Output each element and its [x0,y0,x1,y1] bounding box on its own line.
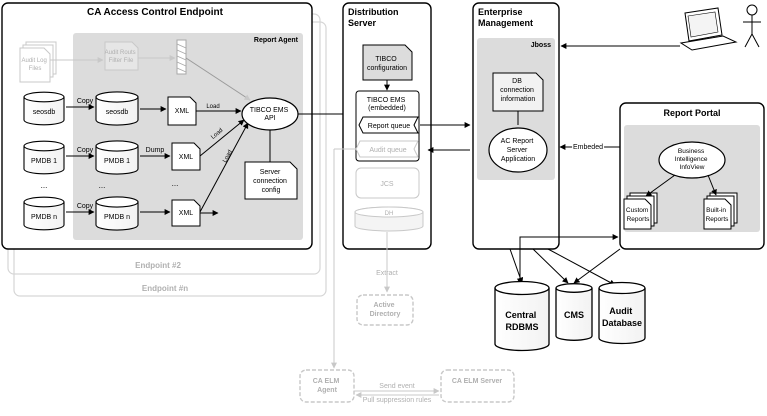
pmdb1-copy-db: PMDB 1 [95,140,139,175]
load-label-3: Load [222,149,234,164]
ca-elm-server-label: CA ELM Server [452,378,503,385]
pmdb1-source-db: PMDB 1 [23,140,65,175]
dh-label: DH [385,211,394,217]
report-queue-label: Report queue [368,123,411,130]
active-directory-label: Active Directory [370,302,401,318]
dump-label: Dump [146,147,165,154]
laptop-icon [679,7,738,51]
distribution-server-title: Distribution Server [348,7,401,28]
audit-log-files-label: Audit Log Files [21,58,48,72]
audit-queue-label: Audit queue [369,147,406,154]
audit-log-files-icon [19,41,57,83]
dh-disk [354,206,424,232]
central-rdbms-label: Central RDBMS [505,310,539,332]
report-portal-title: Report Portal [663,108,720,118]
xml-doc-3-label: XML [179,210,194,217]
em-to-audit-arrow [547,248,616,286]
send-event-label: Send event [379,383,414,390]
seosdb-copy-db-label: seosdb [106,109,129,116]
em-to-cms-arrow [532,248,569,284]
ac-report-server-node [488,127,548,173]
xml-doc-1: XML [167,96,197,126]
bi-to-builtin-arrow [707,174,717,196]
pmdbn-copy-db: PMDB n [95,196,139,231]
tibco-configuration-label: TIBCO configuration [367,56,407,72]
enterprise-management-title: Enterprise Management [478,7,533,28]
db-connection-info-label: DB connection information [500,78,536,103]
tibco-configuration-doc [362,44,413,81]
tibco-ems-api-node [241,97,299,131]
tibco-ems-embedded-label: TIBCO EMS (embedded) [367,97,407,112]
bi-infoview-label: Business Intelligence InfoView [675,148,710,171]
xml-doc-2-label: XML [179,154,194,161]
central-rdbms-db [494,280,550,352]
copy-label-1: Copy [77,98,94,105]
jcs-label: JCS [380,181,394,188]
cms-db [555,283,593,341]
ac-report-server-label: AC Report Server Application [501,138,536,163]
audit-database-db [598,281,646,345]
user-icon [743,4,761,48]
copy-label-2: Copy [77,147,94,154]
tibco-ems-api-label: TIBCO EMS API [250,107,290,122]
endpoint-n-label: Endpoint #n [142,284,188,293]
custom-reports-label: Custom Reports [626,207,650,223]
report-queue-shape [358,116,419,134]
embeded-label: Embeded [573,144,603,151]
endpoint-2-label: Endpoint #2 [135,261,181,270]
seosdb-source-db: seosdb [23,91,65,126]
load-label-1: Load [206,104,219,110]
report-agent-label: Report Agent [254,37,299,44]
builtin-reports-doc [703,192,738,230]
db-connection-info-doc [492,72,544,112]
bi-to-custom-arrow [645,174,676,197]
load-arrow-3 [199,122,249,213]
builtin-reports-label: Built-in Reports [706,207,730,223]
portal-to-cms-link [573,248,621,284]
jboss-label: Jboss [531,42,551,49]
audit-filter-file-label: Audit Routs Filter File [105,50,138,64]
xml-doc-1-label: XML [175,108,190,115]
audit-database-label: Audit Database [602,306,642,328]
copy-label-3: Copy [77,203,94,210]
seosdb-source-db-label: seosdb [33,109,56,116]
custom-reports-doc [623,192,658,230]
pmdbn-copy-db-label: PMDB n [104,214,130,221]
pmdb1-copy-db-label: PMDB 1 [104,158,130,165]
filter-coil-icon [176,39,187,75]
jcs-box [355,167,420,199]
ca-elm-server-box [440,369,515,403]
server-connection-config-label: Server connection config [253,169,289,194]
cms-label: CMS [564,310,584,320]
xml-doc-2: XML [171,142,201,171]
endpoint-title: CA Access Control Endpoint [87,7,224,18]
ellipsis-2: ... [99,181,106,190]
bi-infoview-node [658,141,726,179]
active-directory-box [356,294,414,326]
ca-elm-agent-label: CA ELM Agent [313,378,342,394]
pmdbn-source-db-label: PMDB n [31,214,57,221]
load-arrow-2 [199,119,245,157]
audit-filter-file-icon [104,41,139,71]
extract-label: Extract [376,270,398,277]
ellipsis-3: ... [172,179,179,188]
ca-elm-agent-box [299,369,355,403]
pull-rules-label: Pull suppression rules [363,397,432,404]
xml-doc-3: XML [171,199,201,227]
audit-ghost-arrow-3 [185,57,251,101]
pmdbn-source-db: PMDB n [23,196,65,231]
ellipsis-1: ... [41,181,48,190]
server-connection-config-doc [244,161,298,200]
pmdb1-source-db-label: PMDB 1 [31,158,57,165]
portal-central-link [517,234,619,285]
seosdb-copy-db: seosdb [95,91,139,126]
